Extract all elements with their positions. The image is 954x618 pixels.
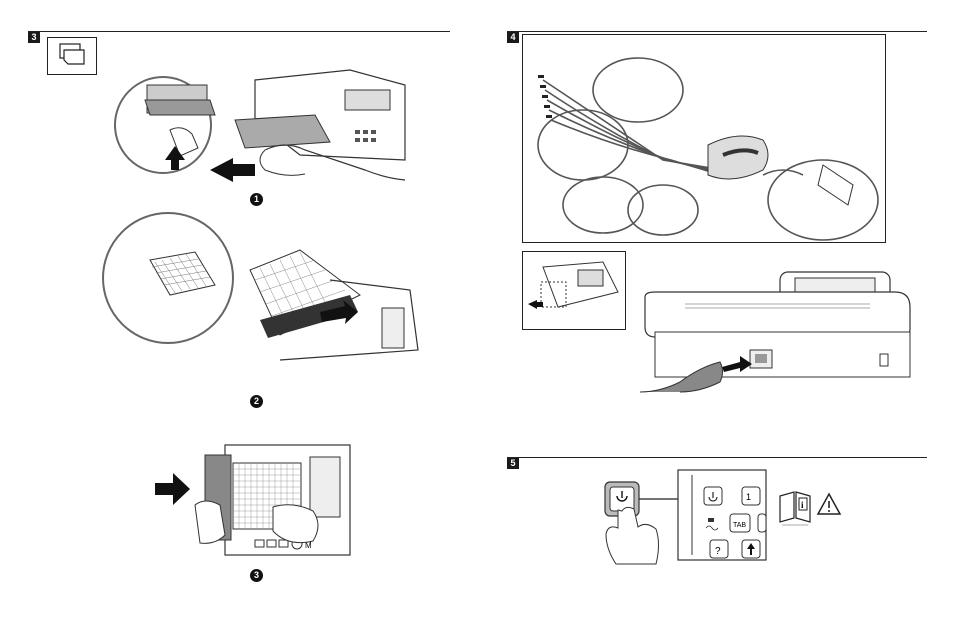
power-button-illustration: 1 TAB ? (600, 470, 770, 575)
device-back-view (640, 272, 915, 402)
paper-stack-icon (47, 37, 97, 75)
key-help-label: ? (715, 546, 721, 557)
illustration-remove-tray (115, 60, 415, 190)
illustration-load-paper (100, 240, 420, 365)
section-3-rule (28, 31, 450, 32)
section-5-badge: 5 (507, 457, 519, 469)
section-4-rule (507, 31, 927, 32)
step-1-badge: 1 (250, 193, 263, 206)
illustration-close-tray: M (155, 445, 355, 560)
key-tab-label: TAB (733, 522, 746, 529)
manual-book-icon: i (778, 490, 812, 528)
section-3-badge: 3 (28, 31, 40, 43)
step-2-badge: 2 (250, 395, 263, 408)
patient-cable-illustration (522, 34, 886, 243)
section-5-rule (507, 457, 927, 458)
device-thumbnail (522, 251, 626, 330)
warning-triangle-icon (816, 492, 842, 516)
key-11-label: 1 (746, 492, 751, 502)
step-3-badge: 3 (250, 569, 263, 582)
section-4-badge: 4 (507, 31, 519, 43)
